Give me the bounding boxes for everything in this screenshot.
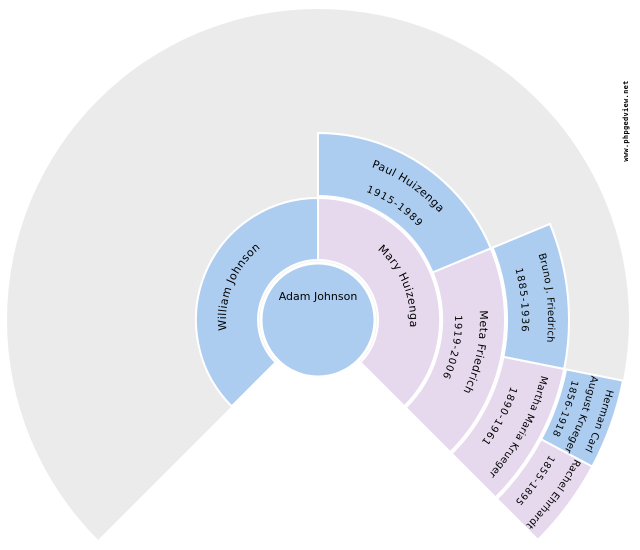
center-person-name: Adam Johnson [279,290,358,303]
center-person-circle[interactable] [259,261,377,379]
fan-segment-maternal-grandfather[interactable] [317,131,493,274]
fan-segment-gg-grandmother[interactable] [495,437,594,542]
fan-segment-mother[interactable] [317,196,442,408]
fan-segment-father[interactable] [194,196,319,408]
fan-segment-great-grandmother[interactable] [450,355,566,499]
fan-segment-maternal-grandmother[interactable] [404,247,506,454]
phpgedview-watermark: www.phpgedview.net [622,80,630,161]
